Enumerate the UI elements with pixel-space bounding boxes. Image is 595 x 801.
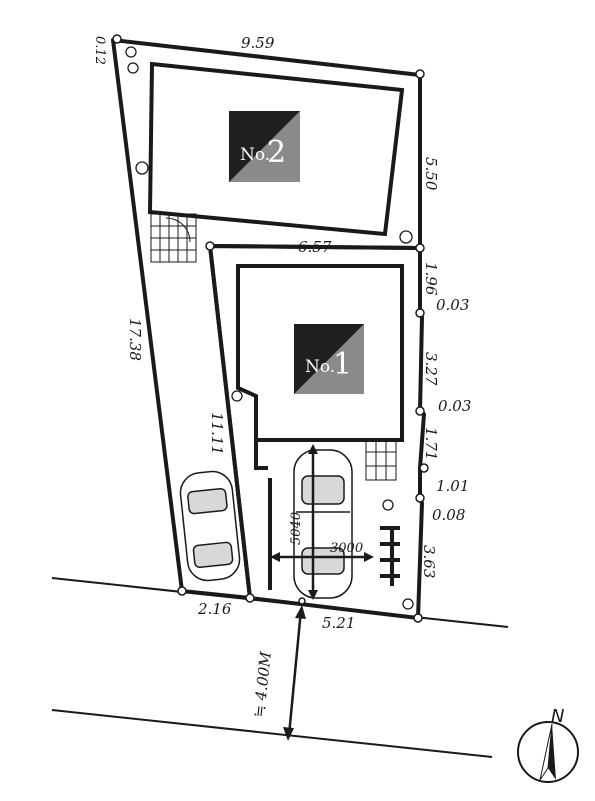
house-no1-label-prefix: No.: [305, 357, 335, 377]
lot-no1-boundary: [208, 244, 426, 620]
tree-markers: [125, 46, 414, 610]
road-width-arrow: [283, 605, 306, 741]
dim-top-corner: 0.12: [92, 36, 107, 65]
dim-right-4: 0.03: [438, 397, 471, 415]
house-no2-label-prefix: No.: [240, 145, 270, 165]
dim-right-2: 0.03: [436, 296, 469, 314]
badge-no1: [294, 324, 364, 394]
dim-left-long: 17.38: [126, 318, 144, 361]
compass-icon: [517, 721, 579, 783]
dim-right-5: 1.71: [422, 427, 440, 460]
road-edge-lower: [51, 709, 493, 758]
parking-dimension-arrows: [270, 444, 374, 600]
dim-left-inner: 11.11: [208, 412, 226, 455]
house-no1-label-number: 1: [333, 347, 352, 382]
house-no2-outline: [147, 61, 405, 237]
house-no2-label-number: 2: [267, 135, 286, 170]
dim-right-8: 3.63: [420, 545, 438, 578]
dim-right-7: 0.08: [432, 506, 465, 524]
badge-no2: [229, 111, 300, 182]
boundary-markers: [112, 34, 429, 623]
compass-north-label: N: [551, 706, 564, 727]
dim-right-upper: 5.50: [422, 157, 440, 191]
entrance-porch-no1: [365, 439, 397, 481]
dim-mid-boundary: 6.57: [298, 238, 332, 256]
dim-parking-depth: 5040: [289, 512, 304, 545]
dim-right-6: 1.01: [436, 477, 469, 495]
dim-right-3: 3.27: [422, 352, 440, 386]
dim-bottom-left: 2.16: [197, 600, 232, 618]
dim-road-width: ≒ 4.00M: [250, 650, 275, 718]
parking-walls: [254, 440, 400, 590]
dim-top-edge: 9.59: [241, 34, 275, 52]
dim-right-1: 1.96: [422, 262, 440, 296]
dim-parking-width: 3000: [330, 541, 363, 556]
dim-bottom-right: 5.21: [322, 614, 355, 632]
entrance-porch-no2: [150, 213, 197, 263]
car-icon-no2: [179, 470, 241, 582]
